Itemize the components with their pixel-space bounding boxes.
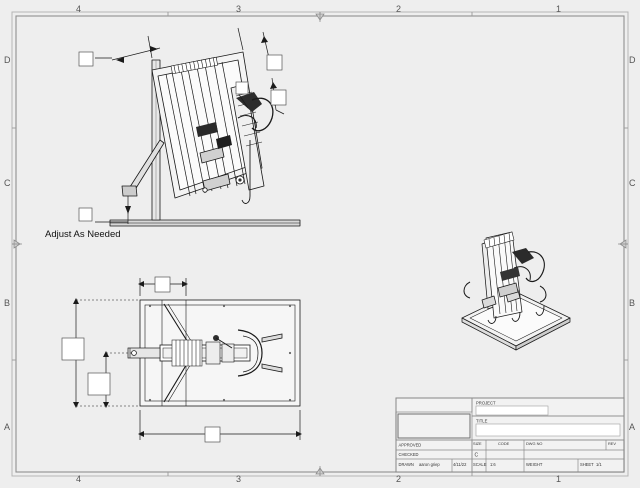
zone-label-right-c: C <box>629 178 636 188</box>
approved-label: APPROVED <box>399 443 422 448</box>
zone-label-left-a: A <box>4 422 11 432</box>
project-label: PROJECT <box>476 401 496 406</box>
zone-label-top-3: 3 <box>236 4 242 14</box>
sheet-label: SHEET <box>580 462 594 467</box>
zone-label-bottom-3: 3 <box>236 474 242 484</box>
zone-label-left-b: B <box>4 298 11 308</box>
adjust-note-leader <box>78 196 131 224</box>
size-value: C <box>475 453 479 459</box>
checked-label: CHECKED <box>399 452 419 457</box>
zone-label-right-d: D <box>629 55 636 65</box>
title-label: TITLE <box>476 419 488 424</box>
zone-label-top-2: 2 <box>396 4 402 14</box>
plan-view[interactable] <box>127 299 301 407</box>
drawn-value: aaron griep <box>419 462 440 467</box>
zone-label-bottom-2: 2 <box>396 474 402 484</box>
drawn-date: 4/11/22 <box>453 462 467 467</box>
dwg-no-label: DWG NO <box>526 441 542 446</box>
zone-label-right-a: A <box>629 422 636 432</box>
title-input[interactable] <box>475 423 621 437</box>
center-marker-icon <box>12 12 628 476</box>
isometric-view[interactable] <box>461 231 571 351</box>
rev-label: REV <box>608 441 616 446</box>
zone-label-top-1: 1 <box>556 4 562 14</box>
side-elevation-dimensions <box>78 27 287 115</box>
side-elevation-view[interactable] <box>109 51 301 227</box>
drawn-label: DRAWN <box>399 462 414 467</box>
size-label: SIZE <box>473 441 482 446</box>
scale-value: 1:6 <box>490 462 496 467</box>
code-label: CODE <box>498 441 510 446</box>
weight-label: WEIGHT <box>526 462 543 467</box>
zone-label-bottom-4: 4 <box>76 474 82 484</box>
adjust-as-needed-note: Adjust As Needed <box>45 229 121 240</box>
zone-label-left-d: D <box>4 55 11 65</box>
project-input[interactable] <box>475 405 549 416</box>
zone-label-bottom-1: 1 <box>556 474 562 484</box>
scale-label: SCALE <box>473 462 487 467</box>
zone-label-right-b: B <box>629 298 636 308</box>
zone-label-left-c: C <box>4 178 11 188</box>
title-block[interactable]: PROJECT TITLE APPROVED CHECKED DRAWN <box>395 397 625 473</box>
plan-view-dimensions <box>61 276 302 443</box>
sheet-value: 1/1 <box>596 462 602 467</box>
zone-label-top-4: 4 <box>76 4 82 14</box>
